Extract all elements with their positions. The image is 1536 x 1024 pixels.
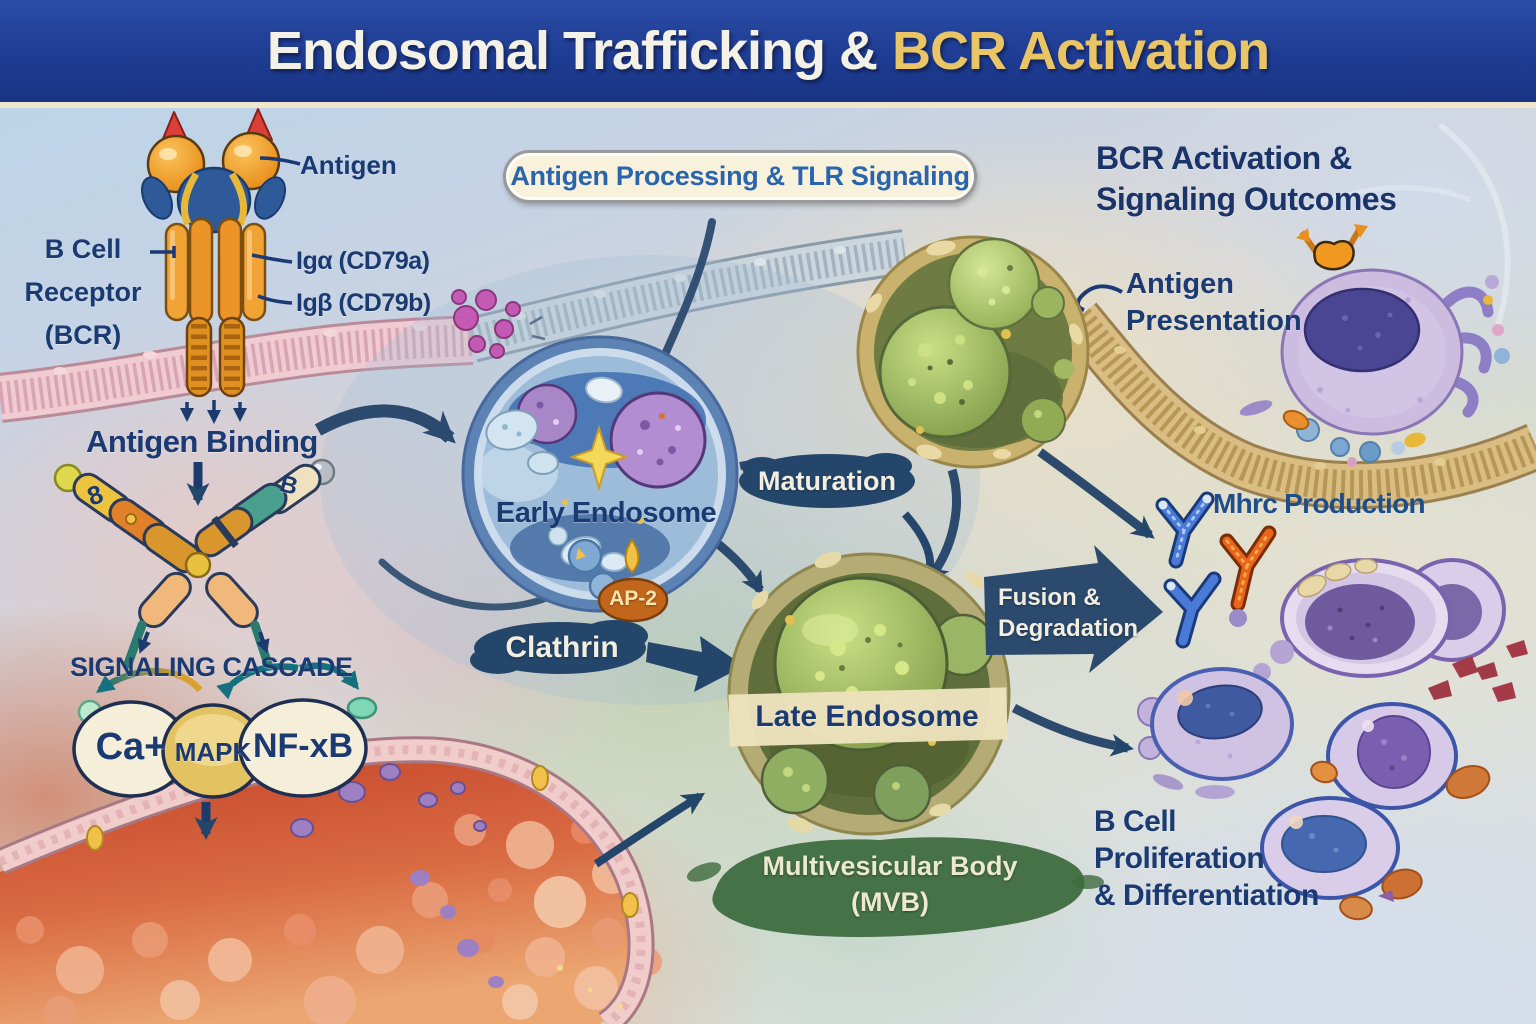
ap2-label: AP-2 (609, 587, 657, 610)
antigen-label: Antigen (300, 150, 397, 180)
clathrin-banner (470, 620, 744, 692)
antibody-y-icons (1155, 491, 1277, 649)
recycling-compartment (0, 736, 706, 1024)
antigen-presentation-line1: Antigen (1126, 268, 1234, 300)
maturation-label: Maturation (758, 466, 896, 496)
bcr-label-line1: B Cell (44, 234, 122, 264)
fusion-degradation-arrow (984, 545, 1163, 673)
bcr-label-line3: (BCR) (44, 320, 122, 350)
cascade-node-ca: Ca+ (95, 726, 167, 768)
bcr-label: B Cell Receptor (BCR) (8, 228, 158, 357)
antigen-presenting-cell (1239, 224, 1510, 467)
bcr-receptor-complex (140, 108, 287, 424)
ig-beta-label: Igβ (CD79b) (296, 289, 431, 317)
faint-cell-outline (1299, 122, 1511, 326)
signaling-cascade-bubbles (72, 662, 378, 840)
clathrin-label: Clathrin (505, 631, 619, 664)
outcomes-heading-line2: Signaling Outcomes (1096, 181, 1397, 217)
fusion-line1: Fusion & (998, 584, 1101, 611)
bcr-label-line2: Receptor (24, 277, 142, 307)
b-cell-line1: B Cell (1094, 805, 1177, 838)
title-main: Endosomal Trafficking & (266, 21, 878, 81)
antigen-presentation-line2: Presentation (1126, 305, 1302, 337)
cascade-node-nfkb: NF-xB (252, 727, 354, 765)
signaling-cascade-label: SIGNALING CASCADE (70, 652, 353, 682)
cascade-node-mapk: MAPK (174, 737, 252, 767)
mvb-label: Multivesicular Body (MVB) (695, 848, 1085, 920)
antigen-processing-banner: Antigen Processing & TLR Signaling (503, 150, 977, 203)
glycoprotein-cluster (451, 289, 546, 359)
late-endosome (727, 551, 1011, 836)
ap2-clathrin-vesicles (567, 538, 669, 623)
b-cell-line3: & Differentiation (1094, 879, 1319, 912)
late-endosome-label: Late Endosome (755, 700, 979, 733)
early-endosome (461, 335, 739, 613)
outcomes-heading: BCR Activation & Signaling Outcomes (1096, 138, 1397, 220)
mvb-label-blob (686, 837, 1104, 937)
endosome-branch-arrows (926, 448, 1155, 583)
antigen-binding-label: Antigen Binding (86, 424, 318, 459)
title-highlight: BCR Activation (892, 21, 1270, 81)
transmembrane-coils (185, 316, 246, 398)
antibody-illustration (53, 458, 336, 669)
plasma-membrane-pink (0, 315, 474, 423)
b-cell-proliferation-label: B Cell Proliferation & Differentiation (1094, 803, 1319, 914)
mvb-label-line1: Multivesicular Body (762, 851, 1018, 881)
outcomes-heading-line1: BCR Activation & (1096, 140, 1352, 176)
antigen-presentation-label: Antigen Presentation (1126, 266, 1302, 340)
b-cell-cluster (1137, 662, 1498, 921)
fusion-degradation-label: Fusion & Degradation (998, 582, 1138, 644)
title-banner: Endosomal Trafficking & BCR Activation (0, 0, 1536, 108)
sorting-endosome (856, 235, 1090, 469)
mvb-vesicle-discs (1229, 558, 1528, 702)
membrane-tan (1059, 302, 1536, 510)
b-cell-line2: Proliferation (1094, 842, 1265, 875)
arrow-to-bcells (1011, 704, 1134, 757)
ig-alpha-label: Igα (CD79a) (296, 247, 430, 275)
mhc-production-label: Mhrc Production (1213, 488, 1426, 519)
fusion-line2: Degradation (998, 615, 1139, 642)
early-endosome-label: Early Endosome (495, 497, 717, 529)
purple-vesicle-dots (290, 763, 504, 988)
mvb-label-line2: (MVB) (851, 887, 929, 917)
